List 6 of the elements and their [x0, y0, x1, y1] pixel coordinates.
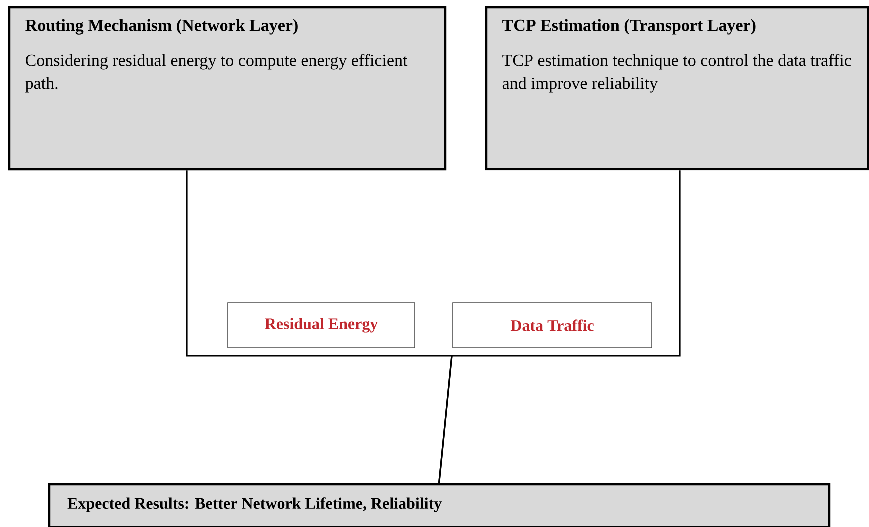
layer-box: Routing Mechanism (Network Layer) Considering residual energy to compute energy efficient path. [8, 6, 447, 171]
label-box: Residual Energy [228, 302, 416, 348]
label-box: Data Traffic [452, 302, 652, 348]
result-box: Expected Results: Better Network Lifetime, Reliability [48, 483, 831, 527]
connector [438, 170, 681, 484]
layer-box: TCP Estimation (Transport Layer) TCP estimation technique to control the data traffic and improve reliability [485, 6, 869, 171]
